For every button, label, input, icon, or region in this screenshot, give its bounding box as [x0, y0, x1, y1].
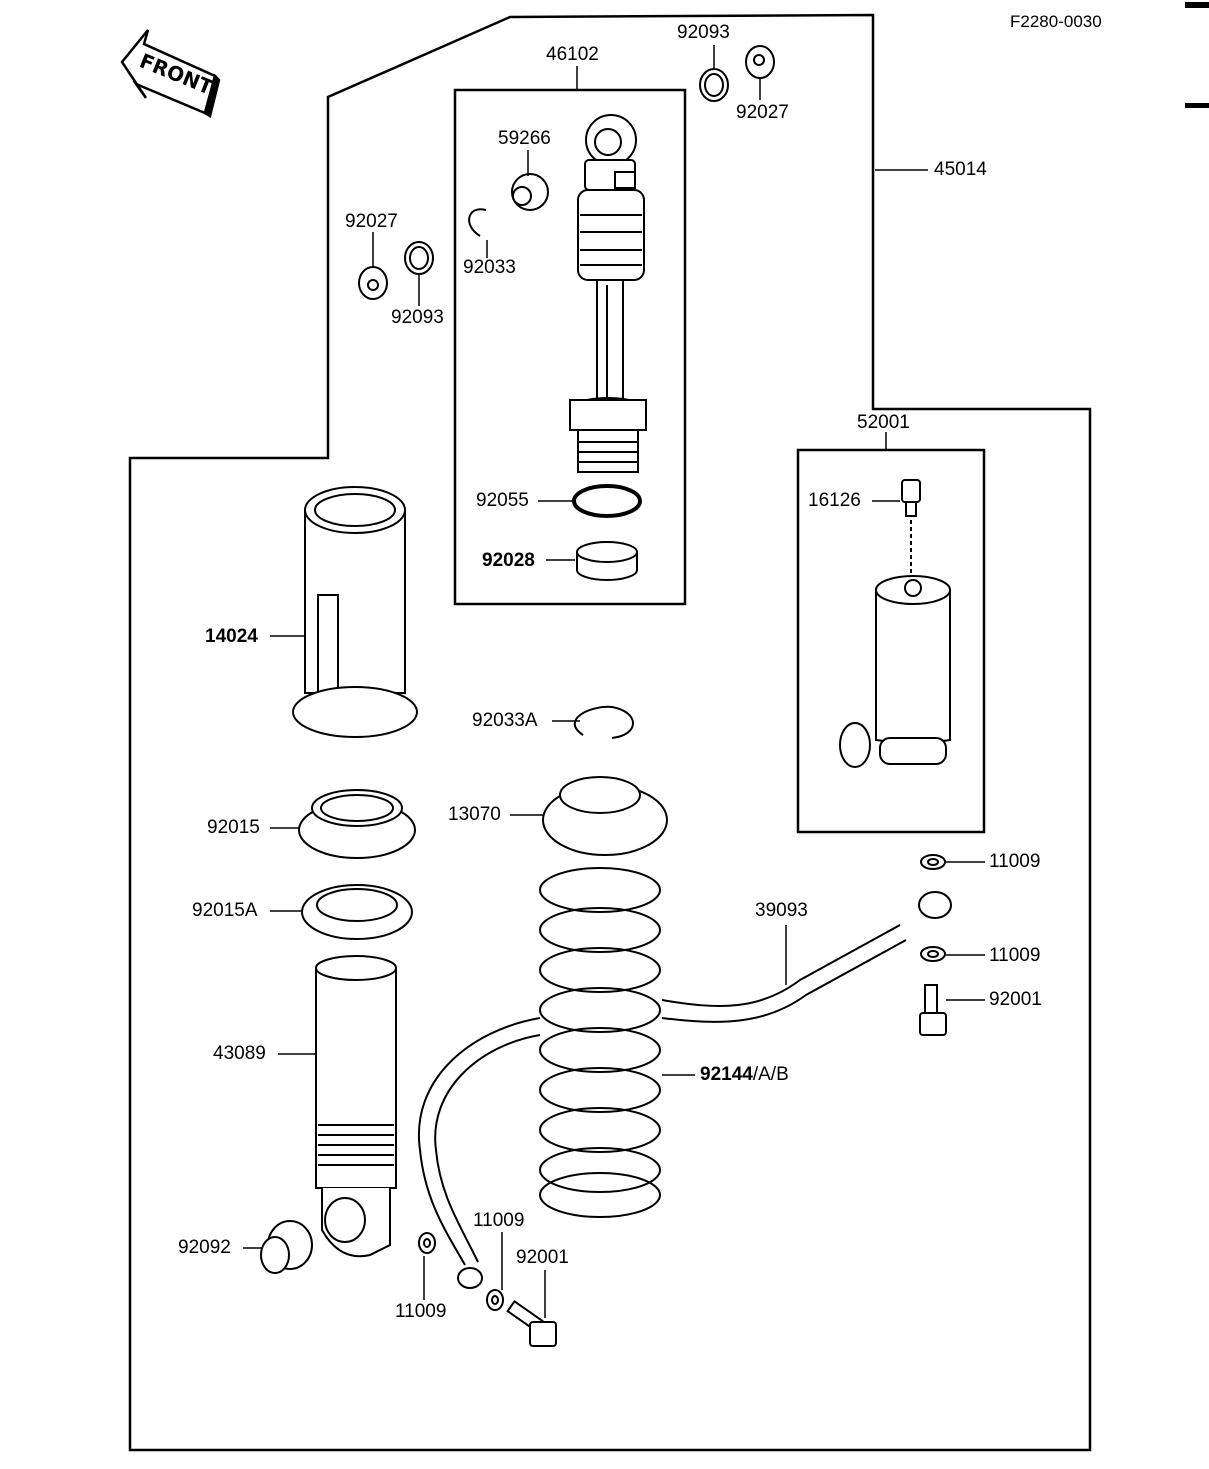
part-label-92092: 92092	[178, 1237, 231, 1258]
bolt-92001-right	[919, 984, 947, 1036]
part-label-46102: 46102	[546, 44, 599, 65]
part-label-92093-left: 92093	[391, 307, 444, 328]
circlip-92033	[468, 208, 487, 237]
collar-92027-left	[358, 266, 388, 300]
hose-39093	[417, 891, 952, 1289]
part-label-92144-number: 92144	[700, 1064, 753, 1085]
part-label-43089: 43089	[213, 1043, 266, 1064]
registration-mark-top	[1185, 2, 1209, 8]
body-43089	[315, 955, 397, 1258]
part-label-39093: 39093	[755, 900, 808, 921]
part-label-45014: 45014	[934, 159, 987, 180]
part-label-92001-bottom: 92001	[516, 1247, 569, 1268]
part-label-92033: 92033	[463, 257, 516, 278]
part-label-11009-b2: 11009	[395, 1301, 447, 1322]
part-label-92033A: 92033A	[472, 710, 538, 731]
part-label-11009-b1: 11009	[473, 1210, 525, 1231]
reservoir-52001	[839, 479, 951, 768]
assembly-outline	[128, 13, 1092, 1452]
spring-seat-13070	[542, 776, 668, 856]
part-label-13070: 13070	[448, 804, 501, 825]
part-label-92028: 92028	[482, 550, 535, 571]
bolt-92001-bottom	[506, 1299, 557, 1347]
part-label-11009-r1: 11009	[989, 851, 1041, 872]
collar-92027-top	[745, 45, 775, 79]
washer-11009-b2	[486, 1289, 504, 1311]
box-46102	[453, 88, 687, 606]
damper-unit	[569, 114, 647, 473]
washer-11009-r1	[920, 854, 946, 870]
figure-code: F2280-0030	[1010, 12, 1102, 31]
seal-92093-left	[404, 241, 434, 275]
part-label-92144: 92144/A/B	[700, 1064, 789, 1086]
bushing-92092	[260, 1220, 313, 1274]
nut-92015A	[301, 884, 413, 940]
spring-92144	[539, 867, 661, 1218]
part-label-11009-r2: 11009	[989, 945, 1041, 966]
washer-11009-r2	[920, 946, 946, 962]
part-label-92027-left: 92027	[345, 211, 398, 232]
part-label-14024: 14024	[205, 626, 258, 647]
part-label-92055: 92055	[476, 490, 529, 511]
part-label-16126: 16126	[808, 490, 861, 511]
registration-mark-mid	[1185, 103, 1209, 108]
seal-92093-top	[699, 68, 729, 102]
spring-guide-14024	[292, 486, 418, 738]
part-label-59266: 59266	[498, 128, 551, 149]
nut-92015	[298, 789, 416, 859]
circlip-92033A	[573, 705, 634, 739]
washer-11009-b1	[418, 1232, 436, 1254]
part-label-92093-top: 92093	[677, 22, 730, 43]
part-label-92015: 92015	[207, 817, 260, 838]
ring-92028	[576, 541, 638, 581]
part-label-92144-suffix: /A/B	[752, 1064, 789, 1085]
box-52001	[796, 448, 986, 834]
bushing-59266	[511, 173, 549, 211]
leader-lines	[243, 45, 985, 1318]
o-ring-92055	[572, 484, 642, 518]
part-label-52001: 52001	[857, 412, 910, 433]
front-arrow-icon	[120, 29, 221, 118]
part-label-92015A: 92015A	[192, 900, 258, 921]
part-label-92001-right: 92001	[989, 989, 1042, 1010]
part-label-92027-top: 92027	[736, 102, 789, 123]
